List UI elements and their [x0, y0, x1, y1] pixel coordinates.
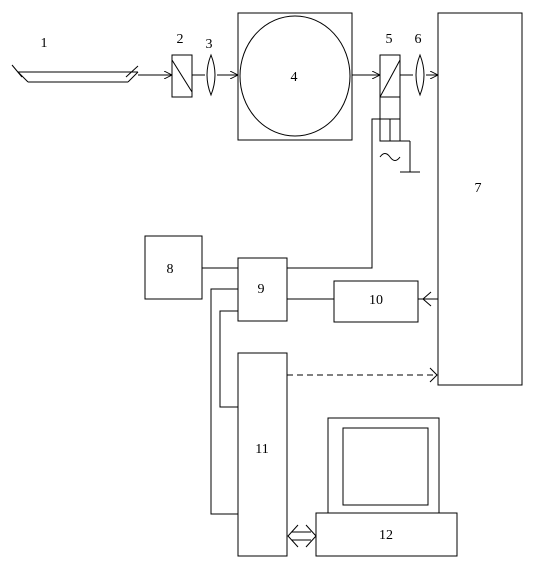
label-1: 1 [41, 36, 48, 51]
label-10: 10 [369, 293, 383, 308]
lens-3 [206, 53, 216, 97]
detector-7 [437, 12, 523, 386]
laser-source [11, 64, 139, 83]
block-8 [144, 235, 203, 300]
dashed-arrowhead-icon [429, 367, 438, 383]
double-arrow-icon [287, 524, 317, 548]
label-6: 6 [415, 32, 422, 47]
arrow-7-10 [422, 291, 432, 307]
label-4: 4 [291, 70, 298, 85]
label-9: 9 [258, 282, 265, 297]
label-2: 2 [177, 32, 184, 47]
ac-source-icon [379, 140, 420, 173]
lens-6 [415, 53, 425, 97]
block-11 [237, 352, 288, 557]
block-10 [333, 280, 419, 323]
computer-12 [315, 417, 458, 557]
label-3: 3 [206, 37, 213, 52]
label-5: 5 [386, 32, 393, 47]
connection-lines [202, 118, 438, 515]
label-7: 7 [475, 181, 482, 196]
label-11: 11 [255, 442, 268, 457]
label-8: 8 [167, 262, 174, 277]
analyzer-5 [379, 54, 401, 142]
label-12: 12 [379, 528, 393, 543]
chamber-4 [237, 12, 353, 141]
polarizer-2 [171, 54, 193, 98]
